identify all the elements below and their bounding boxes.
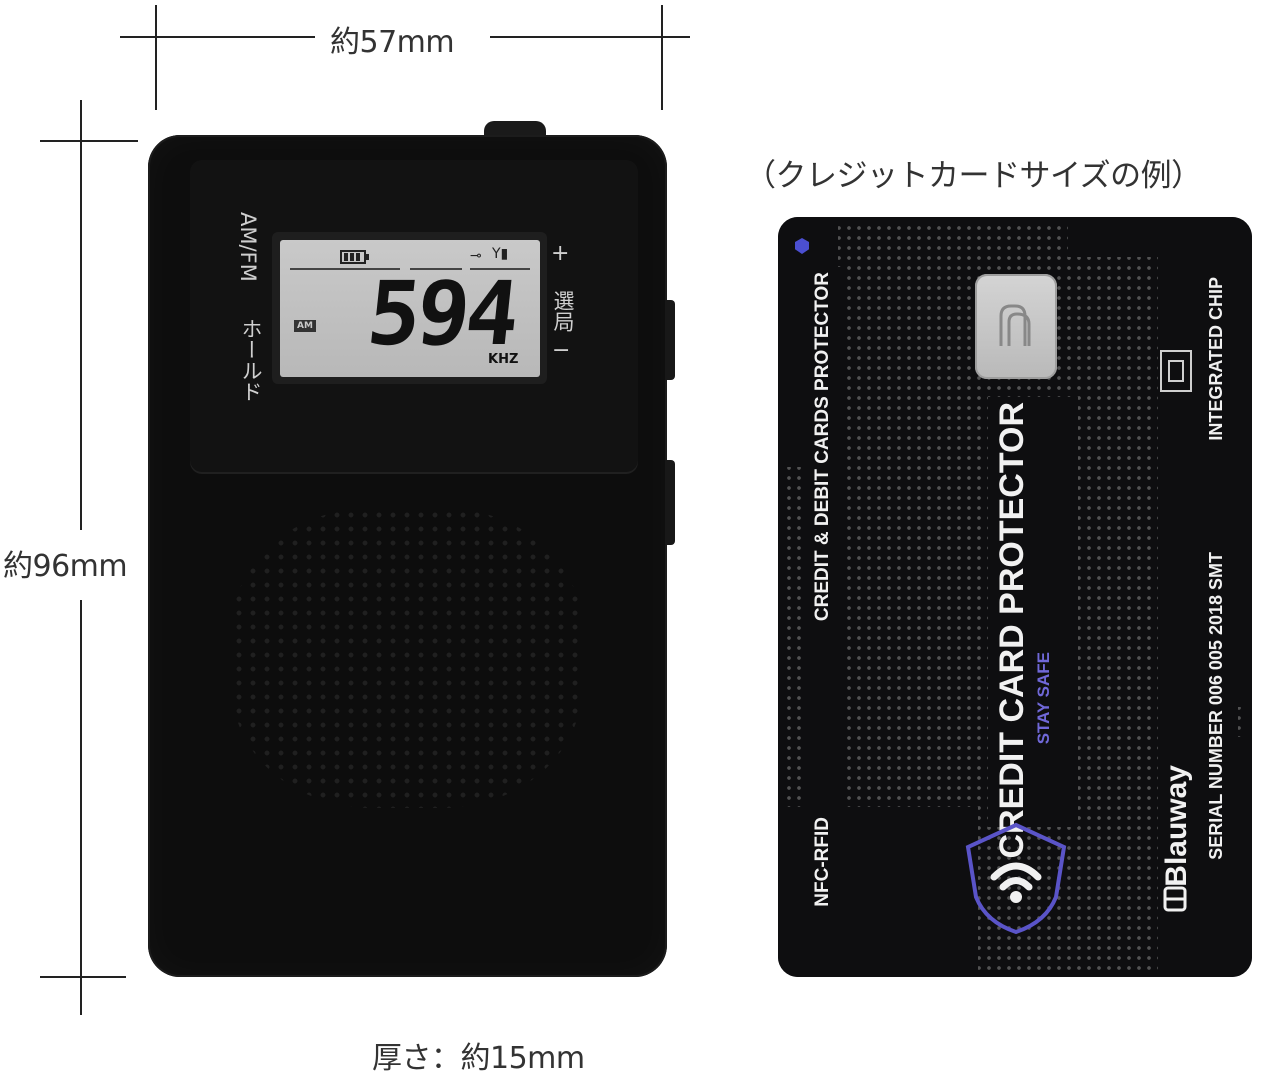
hold-label: ホールド — [239, 318, 263, 402]
frequency-unit: KHZ — [488, 352, 519, 367]
integrated-chip-label: INTEGRATED CHIP — [1206, 277, 1226, 441]
side-button-lower — [665, 460, 675, 545]
lcd-segment-2 — [410, 268, 462, 270]
brand-logo-icon — [1163, 886, 1187, 912]
card-tagline: STAY SAFE — [1034, 652, 1053, 745]
card-size-caption: （クレジットカードサイズの例） — [745, 158, 1202, 194]
shield-mark-icon — [795, 238, 809, 254]
side-button-upper — [665, 300, 675, 380]
antenna-icon: Y▮ — [492, 246, 509, 262]
text-band-left — [806, 267, 842, 957]
key-icon: ⊸ — [470, 248, 482, 264]
band-label: AM/FM — [236, 212, 260, 282]
rfid-label: NFC-RFID — [812, 817, 833, 907]
chip-contact-icon — [999, 304, 1031, 346]
speaker-grille — [232, 508, 582, 808]
plus-label: + — [551, 241, 570, 266]
width-dim-line-left — [120, 36, 315, 38]
height-dimension-label: 約96mm — [3, 549, 128, 584]
wifi-shield-icon — [965, 822, 1067, 935]
brand-name: Blauway — [1160, 765, 1193, 887]
integrated-chip-icon — [1160, 350, 1192, 392]
tune-label: 選局 — [551, 290, 575, 332]
width-dim-right-tick — [661, 5, 663, 110]
text-band-right — [1158, 237, 1238, 967]
lcd-segment-1 — [290, 268, 400, 270]
width-dim-line-right — [490, 36, 690, 38]
credit-card: CREDIT & DEBIT CARDS PROTECTOR NFC-RFID … — [778, 217, 1252, 977]
height-dim-top-tick — [40, 140, 138, 142]
height-dim-line-top — [80, 100, 82, 530]
battery-icon — [340, 250, 369, 264]
card-main-title: CREDIT CARD PROTECTOR — [993, 402, 1031, 859]
band-indicator: AM — [294, 320, 316, 332]
lcd-display: ⊸ Y▮ AM 594 KHZ — [280, 240, 540, 377]
height-dim-bottom-tick — [40, 976, 126, 978]
width-dim-left-tick — [155, 5, 157, 110]
height-dim-line-bottom — [80, 600, 82, 1015]
chip-icon — [975, 274, 1057, 379]
thickness-label: 厚さ：約15mm — [372, 1041, 585, 1076]
tuning-knob — [484, 121, 546, 139]
text-band-title — [988, 397, 1078, 827]
lcd-segment-3 — [470, 268, 530, 270]
width-dimension-label: 約57mm — [330, 25, 455, 60]
minus-label: − — [552, 338, 571, 363]
frequency-readout: 594 — [362, 262, 521, 365]
serial-number: SERIAL NUMBER 006 005 2018 SMT — [1206, 552, 1226, 860]
side-text: CREDIT & DEBIT CARDS PROTECTOR — [812, 272, 833, 622]
